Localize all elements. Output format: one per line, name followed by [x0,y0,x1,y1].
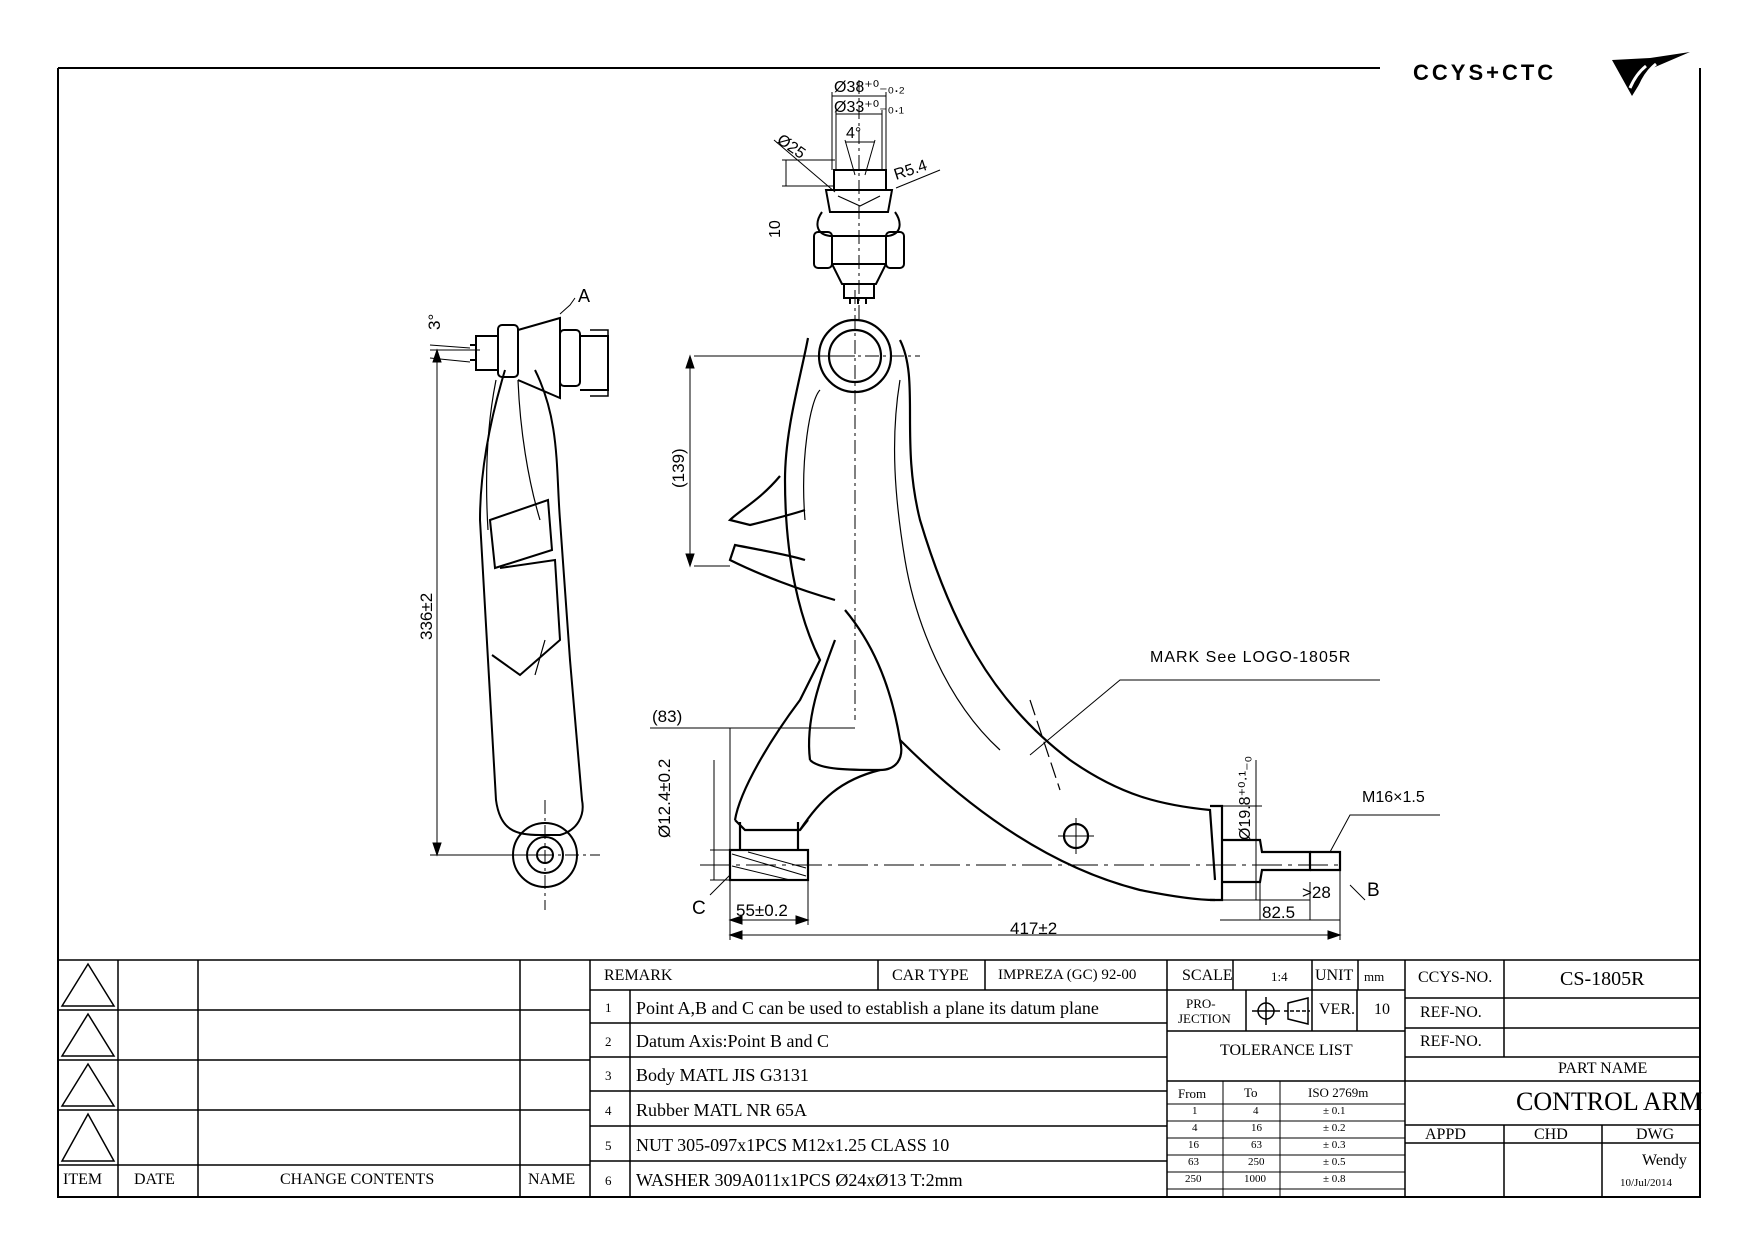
tol-2-value: ± 0.2 [1323,1122,1346,1134]
remark-4-text: Rubber MATL NR 65A [636,1100,807,1120]
tol-4-from: 63 [1188,1156,1199,1168]
remark-1-text: Point A,B and C can be used to establish… [636,998,1099,1018]
dwg-date: 10/Jul/2014 [1620,1177,1672,1189]
tol-4-value: ± 0.5 [1323,1156,1346,1168]
tol-iso-header: ISO 2769m [1308,1085,1369,1100]
tol-1-from: 1 [1192,1105,1198,1117]
dim-55: 55±0.2 [736,901,788,920]
remark-3-no: 3 [605,1068,612,1083]
remark-3-text: Body MATL JIS G3131 [636,1065,809,1085]
tol-to-header: To [1244,1085,1258,1100]
logo-text: CCYS+CTC [1413,60,1556,85]
tol-2-from: 4 [1192,1122,1198,1134]
ref-no-label-2: REF-NO. [1420,1033,1482,1050]
tolerance-title: TOLERANCE LIST [1220,1042,1353,1059]
dim-d198: Ø19.8⁺⁰·¹₋₀ [1237,756,1254,840]
remark-1-no: 1 [605,1000,612,1015]
title-block-grid [58,959,1700,1197]
unit-value: mm [1364,969,1385,984]
dim-d124: Ø12.4±0.2 [655,759,674,838]
rev-name-header: NAME [528,1171,576,1188]
ref-no-label-1: REF-NO. [1420,1004,1482,1021]
remark-5-text: NUT 305-097x1PCS M12x1.25 CLASS 10 [636,1135,950,1155]
projection-label-2: JECTION [1178,1011,1231,1026]
remark-5-no: 5 [605,1138,612,1153]
dim-139: (139) [669,448,688,488]
tol-from-header: From [1178,1086,1207,1101]
ccys-number: CS-1805R [1560,968,1645,990]
remark-4-no: 4 [605,1103,612,1118]
point-a-label: A [578,286,590,306]
scale-label: SCALE [1182,967,1233,984]
remark-6-text: WASHER 309A011x1PCS Ø24xØ13 T:2mm [636,1170,963,1190]
projection-label-1: PRO- [1186,996,1216,1011]
dwg-by: Wendy [1642,1152,1687,1169]
tol-3-to: 63 [1251,1139,1262,1151]
tol-5-to: 1000 [1244,1173,1266,1185]
dim-m16: M16×1.5 [1362,789,1425,806]
tol-1-to: 4 [1253,1105,1259,1117]
appd-label: APPD [1425,1126,1466,1143]
plan-view-dimensions [650,290,1440,940]
dim-d33: Ø33⁺⁰₋₀.₁ [834,99,904,116]
dim-d25: Ø25 [774,131,809,162]
point-c-label: C [692,898,706,919]
tol-5-from: 250 [1185,1173,1202,1185]
dim-417: 417±2 [1010,919,1057,938]
remark-6-no: 6 [605,1173,612,1188]
car-type-value: IMPREZA (GC) 92-00 [998,967,1137,983]
title-block: ITEM DATE CHANGE CONTENTS NAME REMARK CA… [58,960,1704,1199]
side-view-dimensions [429,297,576,857]
remark-2-no: 2 [605,1034,612,1049]
point-b-label: B [1367,880,1380,901]
dim-336: 336±2 [417,593,436,640]
dim-825: 82.5 [1262,903,1295,922]
ver-label: VER. [1319,1001,1355,1018]
remark-label: REMARK [604,967,673,984]
rev-change-header: CHANGE CONTENTS [280,1171,435,1188]
company-logo: CCYS+CTC [1413,52,1690,96]
tol-3-from: 16 [1188,1139,1199,1151]
chd-label: CHD [1534,1126,1568,1143]
tol-2-to: 16 [1251,1122,1262,1134]
tol-3-value: ± 0.3 [1323,1139,1346,1151]
remark-2-text: Datum Axis:Point B and C [636,1031,830,1051]
side-view [470,316,609,910]
drawing-frame [57,67,1701,1198]
mark-note: MARK See LOGO-1805R [1150,649,1351,666]
part-name-label: PART NAME [1558,1060,1648,1077]
tol-4-to: 250 [1248,1156,1265,1168]
part-name-value: CONTROL ARM [1516,1087,1703,1116]
rev-item-header: ITEM [63,1171,103,1188]
tol-5-value: ± 0.8 [1323,1173,1346,1185]
unit-label: UNIT [1315,967,1354,984]
dim-4-degree: 4° [846,125,861,142]
dwg-label: DWG [1636,1126,1675,1143]
dim-r54: R5.4 [892,157,929,184]
dim-10: 10 [767,220,784,238]
car-type-label: CAR TYPE [892,967,969,984]
dim-3-degree: 3° [425,314,444,330]
dim-28: >28 [1302,883,1331,902]
ver-value: 10 [1374,1001,1390,1018]
dim-d38: Ø38⁺⁰₋₀.₂ [834,79,905,96]
logo-mark-icon [1612,52,1690,96]
dim-83: (83) [652,707,682,726]
projection-symbol-icon [1252,997,1310,1025]
ccys-label: CCYS-NO. [1418,969,1493,986]
tol-1-value: ± 0.1 [1323,1105,1346,1117]
ball-joint-dimensions [773,80,941,320]
scale-value: 1:4 [1271,969,1288,984]
rev-date-header: DATE [134,1171,175,1188]
